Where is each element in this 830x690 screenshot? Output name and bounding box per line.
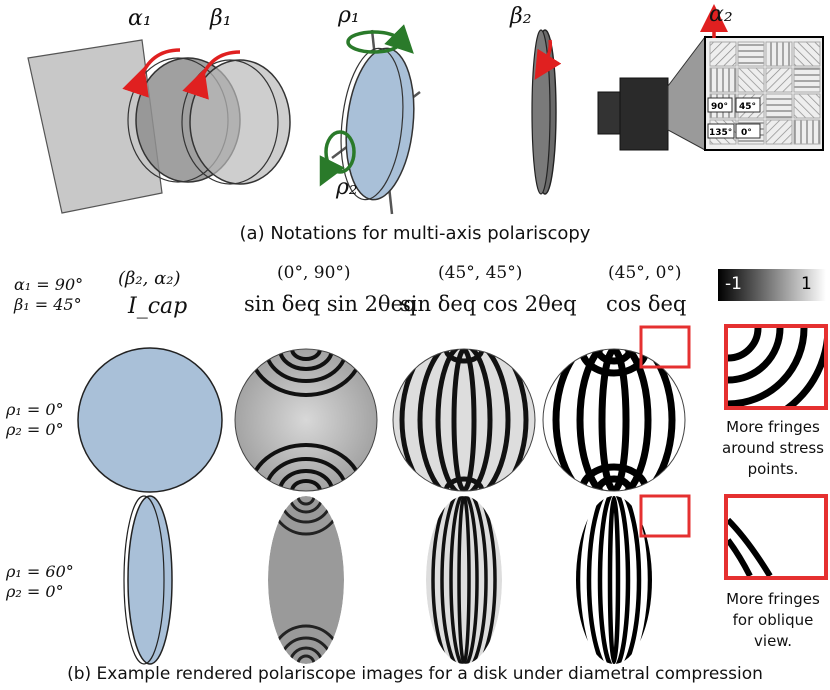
row1-rho2: ρ₂ = 0° xyxy=(6,420,64,439)
colorbar-max-label: 1 xyxy=(801,274,812,294)
label-beta2: β₂ xyxy=(510,4,532,29)
label-alpha2: α₂ xyxy=(709,2,733,27)
sensor-angle-90: 90° xyxy=(711,102,728,112)
col-param-capture: (β₂, α₂) xyxy=(118,268,181,289)
fringe-disk-sin-cos-row1 xyxy=(393,349,535,491)
label-rho2: ρ₂ xyxy=(336,175,358,200)
fringe-disk-sin-sin-row2 xyxy=(268,496,344,664)
fringe-disk-cos-row2 xyxy=(576,496,652,664)
zoom-inset-row2 xyxy=(728,498,824,576)
sensor-angle-45: 45° xyxy=(739,102,756,112)
row1-rho1: ρ₁ = 0° xyxy=(6,400,64,419)
colorbar xyxy=(718,269,826,301)
col-param-2: (0°, 90°) xyxy=(277,263,351,283)
setting-alpha1: α₁ = 90° xyxy=(14,275,84,294)
sensor-angle-0: 0° xyxy=(741,128,752,138)
row2-rho2: ρ₂ = 0° xyxy=(6,582,64,601)
sensor-angle-135: 135° xyxy=(709,128,732,138)
note-oblique-view: More fringes for oblique view. xyxy=(726,590,820,650)
highlight-box-row2 xyxy=(639,494,691,538)
disk-capture-row2 xyxy=(127,495,173,665)
col-formula-capture: I_cap xyxy=(128,294,188,319)
polarization-sensor-grid: 90° 45° 135° 0° xyxy=(704,36,824,151)
label-beta1: β₁ xyxy=(210,6,232,31)
col-formula-3: sin δeq cos 2θeq xyxy=(400,292,577,316)
fringe-disk-cos-row1 xyxy=(543,349,685,491)
zoom-inset-row1 xyxy=(728,328,824,406)
highlight-box-row1 xyxy=(639,325,691,369)
row2-rho1: ρ₁ = 60° xyxy=(6,562,74,581)
note-stress-points: More fringes around stress points. xyxy=(722,418,824,478)
setting-beta1: β₁ = 45° xyxy=(14,295,82,314)
col-param-3: (45°, 45°) xyxy=(438,263,523,283)
camera-body xyxy=(619,77,669,151)
caption-b: (b) Example rendered polariscope images … xyxy=(67,664,763,684)
label-rho1: ρ₁ xyxy=(338,3,360,28)
label-alpha1: α₁ xyxy=(128,6,152,31)
col-param-4: (45°, 0°) xyxy=(608,263,682,283)
fringe-disk-sin-sin-row1 xyxy=(235,349,377,491)
colorbar-min-label: -1 xyxy=(725,274,742,294)
disk-capture-row1 xyxy=(77,347,223,493)
fringe-disk-sin-cos-row2 xyxy=(426,496,502,664)
caption-a: (a) Notations for multi-axis polariscopy xyxy=(239,223,591,244)
polarizer-beta1 xyxy=(189,59,291,185)
col-formula-4: cos δeq xyxy=(606,292,687,316)
camera-lens xyxy=(597,91,623,135)
col-formula-2: sin δeq sin 2θeq xyxy=(244,292,417,316)
